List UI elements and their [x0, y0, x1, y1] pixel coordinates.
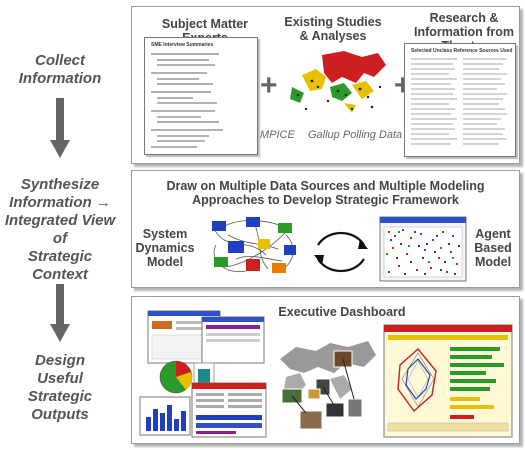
existing-studies-label: Existing Studies & Analyses [284, 15, 382, 43]
bidirectional-cycle-arrows [314, 231, 368, 273]
collect-panel: Subject Matter Experts SME Interview Sum… [131, 6, 520, 164]
stage-label-collect: Collect Information [18, 52, 102, 87]
down-arrow-collect-to-synthesize [50, 98, 70, 158]
radar-dashboard-screen [383, 324, 513, 438]
synthesize-panel: Draw on Multiple Data Sources and Multip… [131, 170, 520, 288]
sme-interview-document: SME Interview Summaries [144, 37, 258, 155]
world-map-collage [280, 341, 376, 430]
mpice-caption: MPICE [260, 129, 295, 141]
research-reference-document: Selected Unclass Reference Sources Used [404, 43, 516, 157]
asia-map-icon [290, 51, 386, 113]
research-doc-title: Selected Unclass Reference Sources Used [411, 48, 513, 54]
sme-doc-text-lines [151, 53, 223, 148]
gallup-caption: Gallup Polling Data [308, 129, 403, 141]
sme-doc-title: SME Interview Summaries [151, 42, 214, 48]
stage-label-synthesize: Synthesize Information → Integrated View… [4, 176, 116, 283]
synthesize-heading: Draw on Multiple Data Sources and Multip… [166, 179, 485, 207]
outputs-panel: Executive Dashboard [131, 296, 520, 444]
plus-sign-1: + [260, 69, 278, 102]
down-arrow-synthesize-to-design [50, 284, 70, 342]
agent-based-model-label: Agent Based Model [474, 227, 512, 269]
stage-label-design: Design Useful Strategic Outputs [27, 352, 93, 423]
system-dynamics-label: System Dynamics Model [135, 227, 195, 269]
dashboard-screens-cluster [139, 310, 267, 438]
system-dynamics-diagram [211, 217, 296, 274]
executive-dashboard-title: Executive Dashboard [278, 305, 406, 319]
agent-based-model-screenshot [379, 216, 467, 282]
research-doc-text-lines [411, 58, 507, 145]
